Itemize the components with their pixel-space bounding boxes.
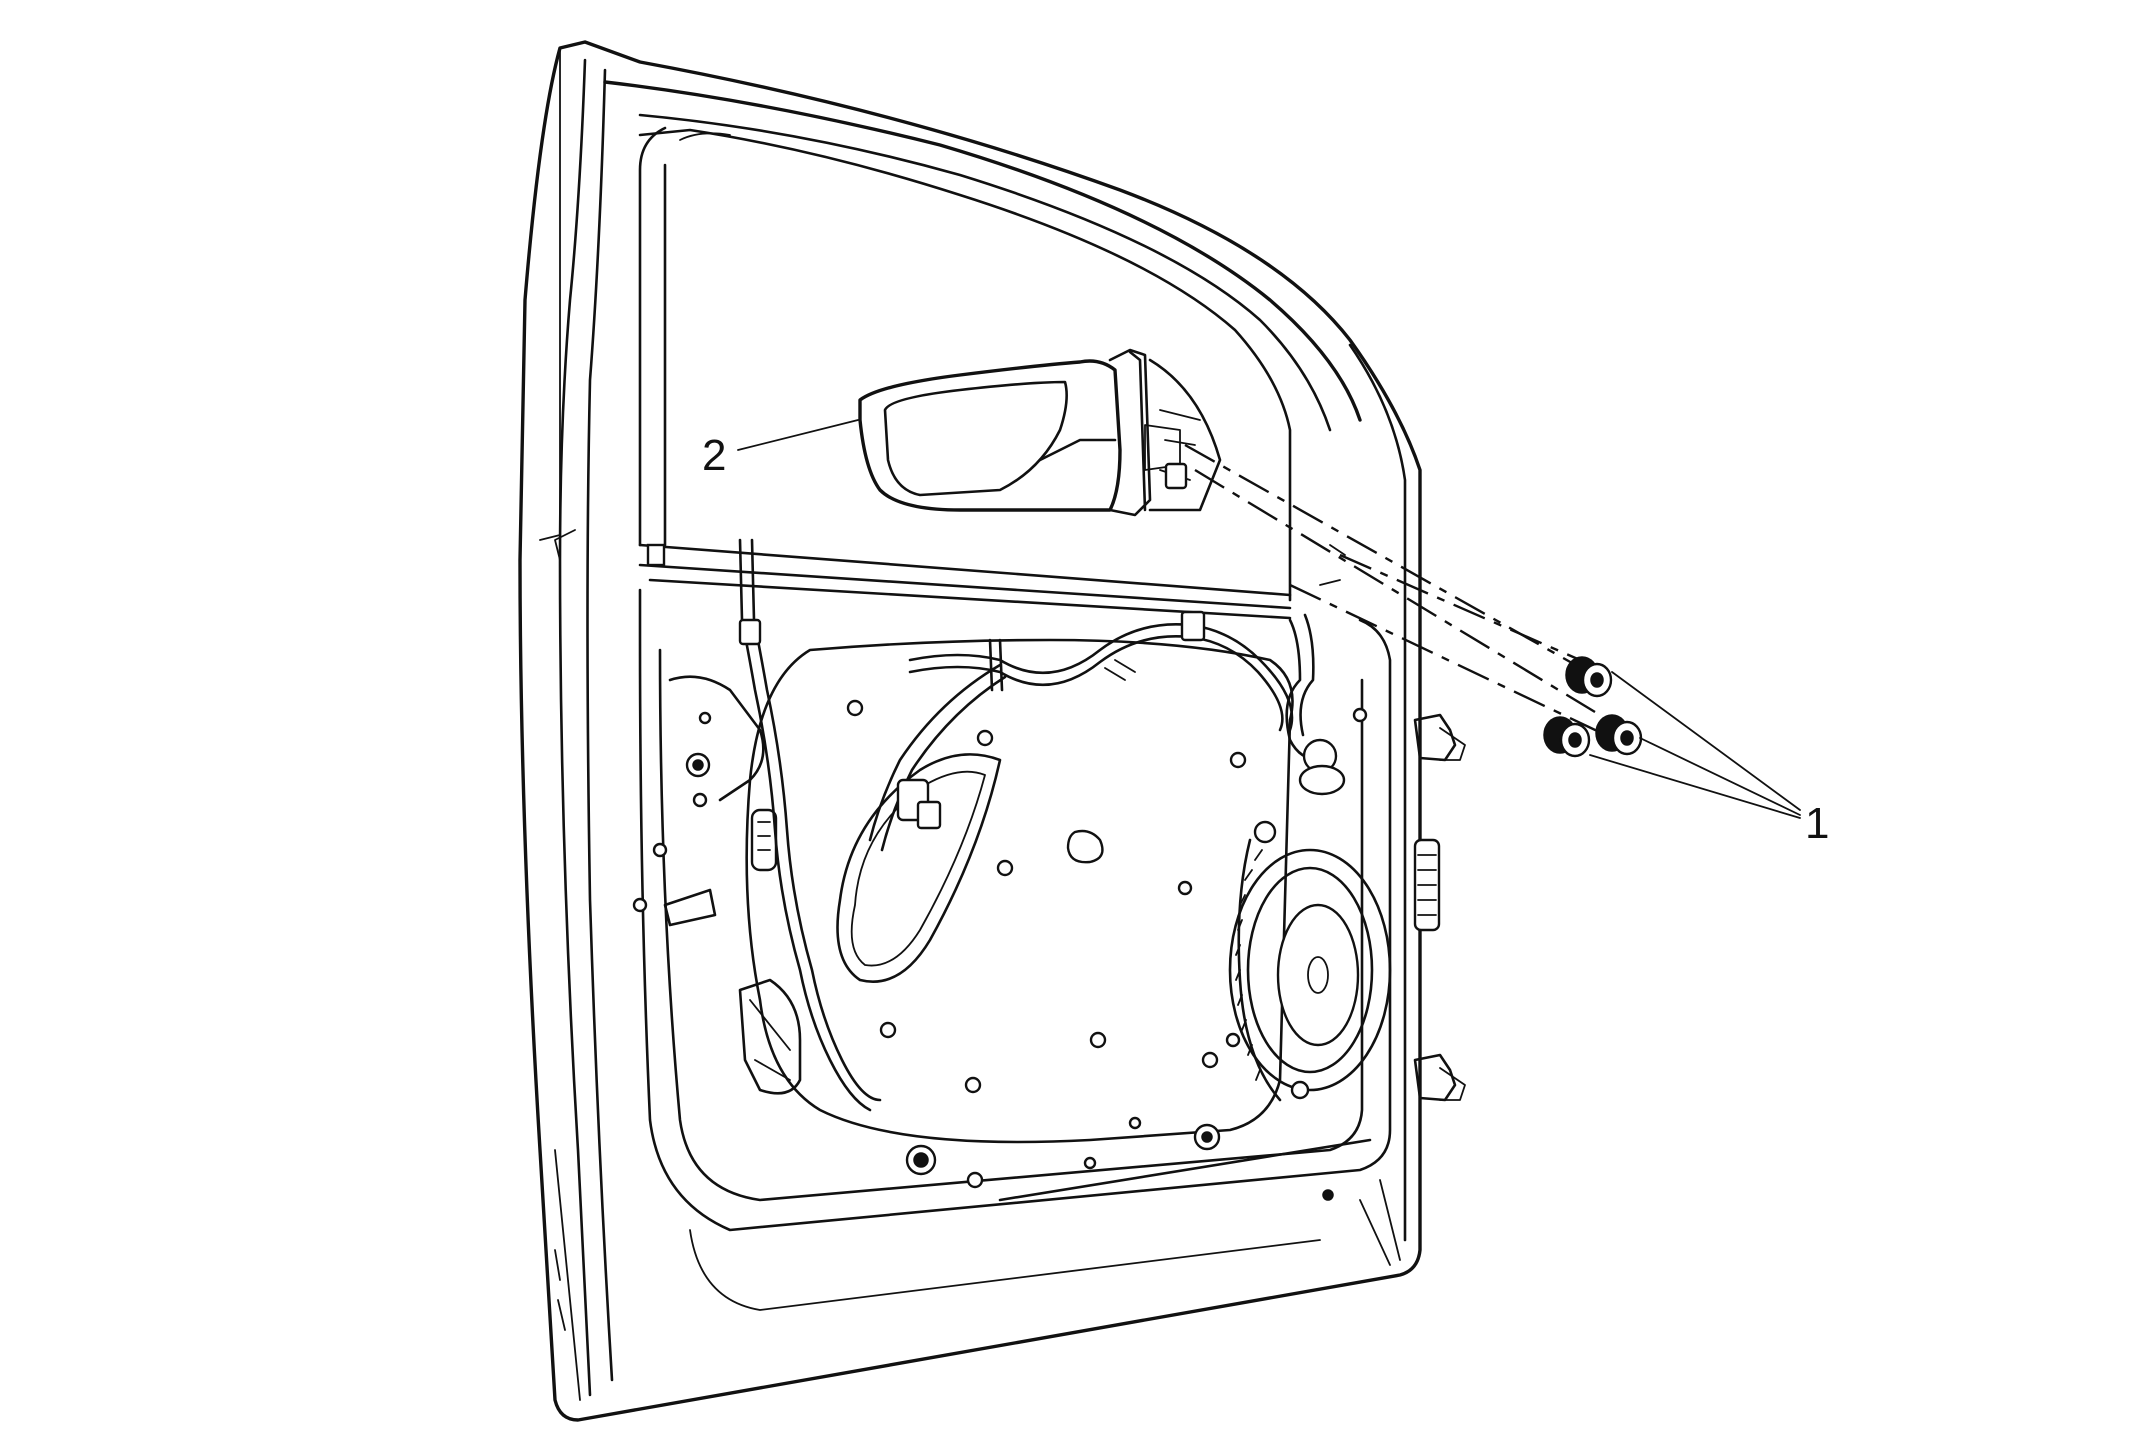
speaker	[1228, 820, 1392, 1102]
wiring-harness	[738, 538, 1346, 1112]
callout-label-2: 2	[702, 431, 726, 480]
leader-lines	[737, 419, 1801, 819]
inner-panel	[632, 588, 1392, 1311]
bolt-lower-right	[1595, 714, 1643, 756]
bolt-upper	[1565, 656, 1613, 698]
hinges	[1413, 713, 1466, 1102]
window-frame	[603, 80, 1362, 620]
callout-label-1: 1	[1805, 799, 1829, 848]
outside-mirror	[858, 348, 1222, 517]
mirror-bolts	[1184, 443, 1643, 758]
door-shell	[518, 40, 1422, 1422]
bolt-lower-left	[1543, 716, 1591, 758]
